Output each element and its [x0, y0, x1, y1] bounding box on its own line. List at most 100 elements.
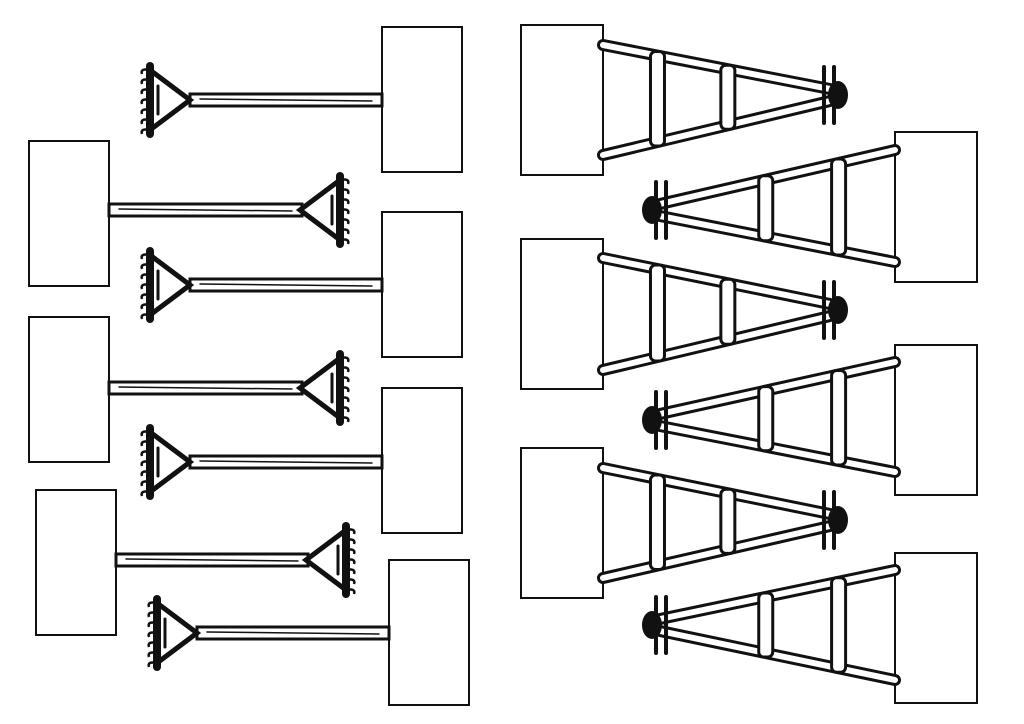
- rake-tine: [140, 98, 151, 105]
- rake-tine: [345, 578, 356, 585]
- rake-drawing: [147, 595, 391, 671]
- rake-tine: [339, 188, 350, 195]
- rake-tine: [339, 178, 350, 185]
- rake-tine: [339, 198, 350, 205]
- ladder-rail-fill: [600, 42, 833, 92]
- rake-tine: [147, 611, 158, 618]
- answer-box[interactable]: [28, 140, 110, 287]
- rake-tine: [339, 218, 350, 225]
- rake-brace: [154, 598, 202, 668]
- rake-tine: [339, 238, 350, 245]
- rake-tine: [140, 303, 151, 310]
- rake-tine: [345, 538, 356, 545]
- answer-box[interactable]: [894, 131, 978, 283]
- ladder-rung: [757, 385, 775, 453]
- rake-brace: [147, 65, 195, 135]
- rake-brace: [147, 250, 195, 320]
- ladder-rail-fill: [657, 628, 898, 683]
- ladder-rail-fill: [600, 98, 833, 158]
- ladder-tip-knob: [642, 196, 662, 224]
- ladder-rail-fill: [600, 313, 833, 373]
- rake-tine: [339, 356, 350, 363]
- rake-handle-grain: [118, 386, 293, 390]
- ladder-rung: [719, 63, 737, 131]
- rake-drawing: [140, 247, 384, 323]
- answer-box[interactable]: [381, 387, 463, 534]
- rake-tine: [140, 253, 151, 260]
- ladder-rail-fill: [657, 359, 898, 417]
- ladder-rung: [757, 174, 775, 243]
- rake-tine: [339, 228, 350, 235]
- rake-tine: [140, 430, 151, 437]
- rake-handle-grain: [206, 631, 380, 635]
- rake-handle-grain: [199, 460, 373, 464]
- rake-tine: [140, 273, 151, 280]
- ladder-rung: [830, 157, 848, 257]
- rake-drawing: [140, 424, 384, 500]
- rake-tine: [339, 366, 350, 373]
- rake-tine: [140, 88, 151, 95]
- rake-drawing: [140, 62, 384, 138]
- rake-tine: [140, 313, 151, 320]
- rake-drawing: [107, 350, 350, 426]
- rake-tine: [345, 558, 356, 565]
- rake-tine: [140, 293, 151, 300]
- ladder-tip-knob: [642, 406, 662, 434]
- ladder-rail-fill: [600, 465, 833, 517]
- rake-tine: [140, 480, 151, 487]
- ladder-drawing: [642, 356, 901, 478]
- rake-tine: [339, 386, 350, 393]
- rake-tine: [140, 460, 151, 467]
- rake-tine: [140, 440, 151, 447]
- rake-tine: [140, 118, 151, 125]
- answer-box[interactable]: [381, 211, 463, 358]
- answer-box[interactable]: [894, 552, 978, 704]
- rake-brace: [301, 525, 349, 595]
- rake-tine: [345, 588, 356, 595]
- rake-drawing: [107, 172, 350, 248]
- ladder-rail-fill: [657, 147, 898, 207]
- ladder-drawing: [597, 462, 848, 584]
- ladder-drawing: [642, 564, 901, 686]
- rake-tine: [140, 108, 151, 115]
- rake-tine: [339, 416, 350, 423]
- answer-box[interactable]: [381, 26, 463, 173]
- rake-tine: [140, 263, 151, 270]
- ladder-rail-fill: [600, 523, 833, 581]
- ladder-rung: [719, 277, 737, 346]
- ladder-rung: [757, 591, 775, 659]
- rake-handle-grain: [118, 208, 293, 212]
- rake-brace: [295, 175, 343, 245]
- ladder-tip-knob: [828, 81, 848, 109]
- rake-tine: [147, 651, 158, 658]
- rake-tine: [140, 68, 151, 75]
- rake-tine: [339, 376, 350, 383]
- rake-handle-grain: [199, 98, 373, 102]
- rake-tine: [140, 450, 151, 457]
- answer-box[interactable]: [28, 316, 110, 463]
- answer-box[interactable]: [388, 559, 470, 706]
- rake-tine: [140, 78, 151, 85]
- ladder-drawing: [597, 39, 848, 161]
- ladder-drawing: [597, 252, 848, 376]
- rake-tine: [345, 548, 356, 555]
- ladder-rung: [719, 487, 737, 555]
- rake-tine: [147, 661, 158, 668]
- ladder-rung: [648, 263, 666, 363]
- ladder-tip-knob: [828, 506, 848, 534]
- rake-drawing: [114, 522, 356, 598]
- answer-box[interactable]: [35, 489, 117, 636]
- rake-tine: [147, 601, 158, 608]
- rake-brace: [147, 427, 195, 497]
- rake-tine: [147, 641, 158, 648]
- rake-handle-grain: [125, 558, 299, 562]
- ladder-rail-fill: [657, 213, 898, 265]
- answer-box[interactable]: [894, 344, 978, 496]
- rake-tine: [339, 406, 350, 413]
- answer-box[interactable]: [520, 447, 604, 599]
- answer-box[interactable]: [520, 24, 604, 176]
- rake-tine: [345, 568, 356, 575]
- answer-box[interactable]: [520, 238, 604, 390]
- ladder-rung: [830, 368, 848, 467]
